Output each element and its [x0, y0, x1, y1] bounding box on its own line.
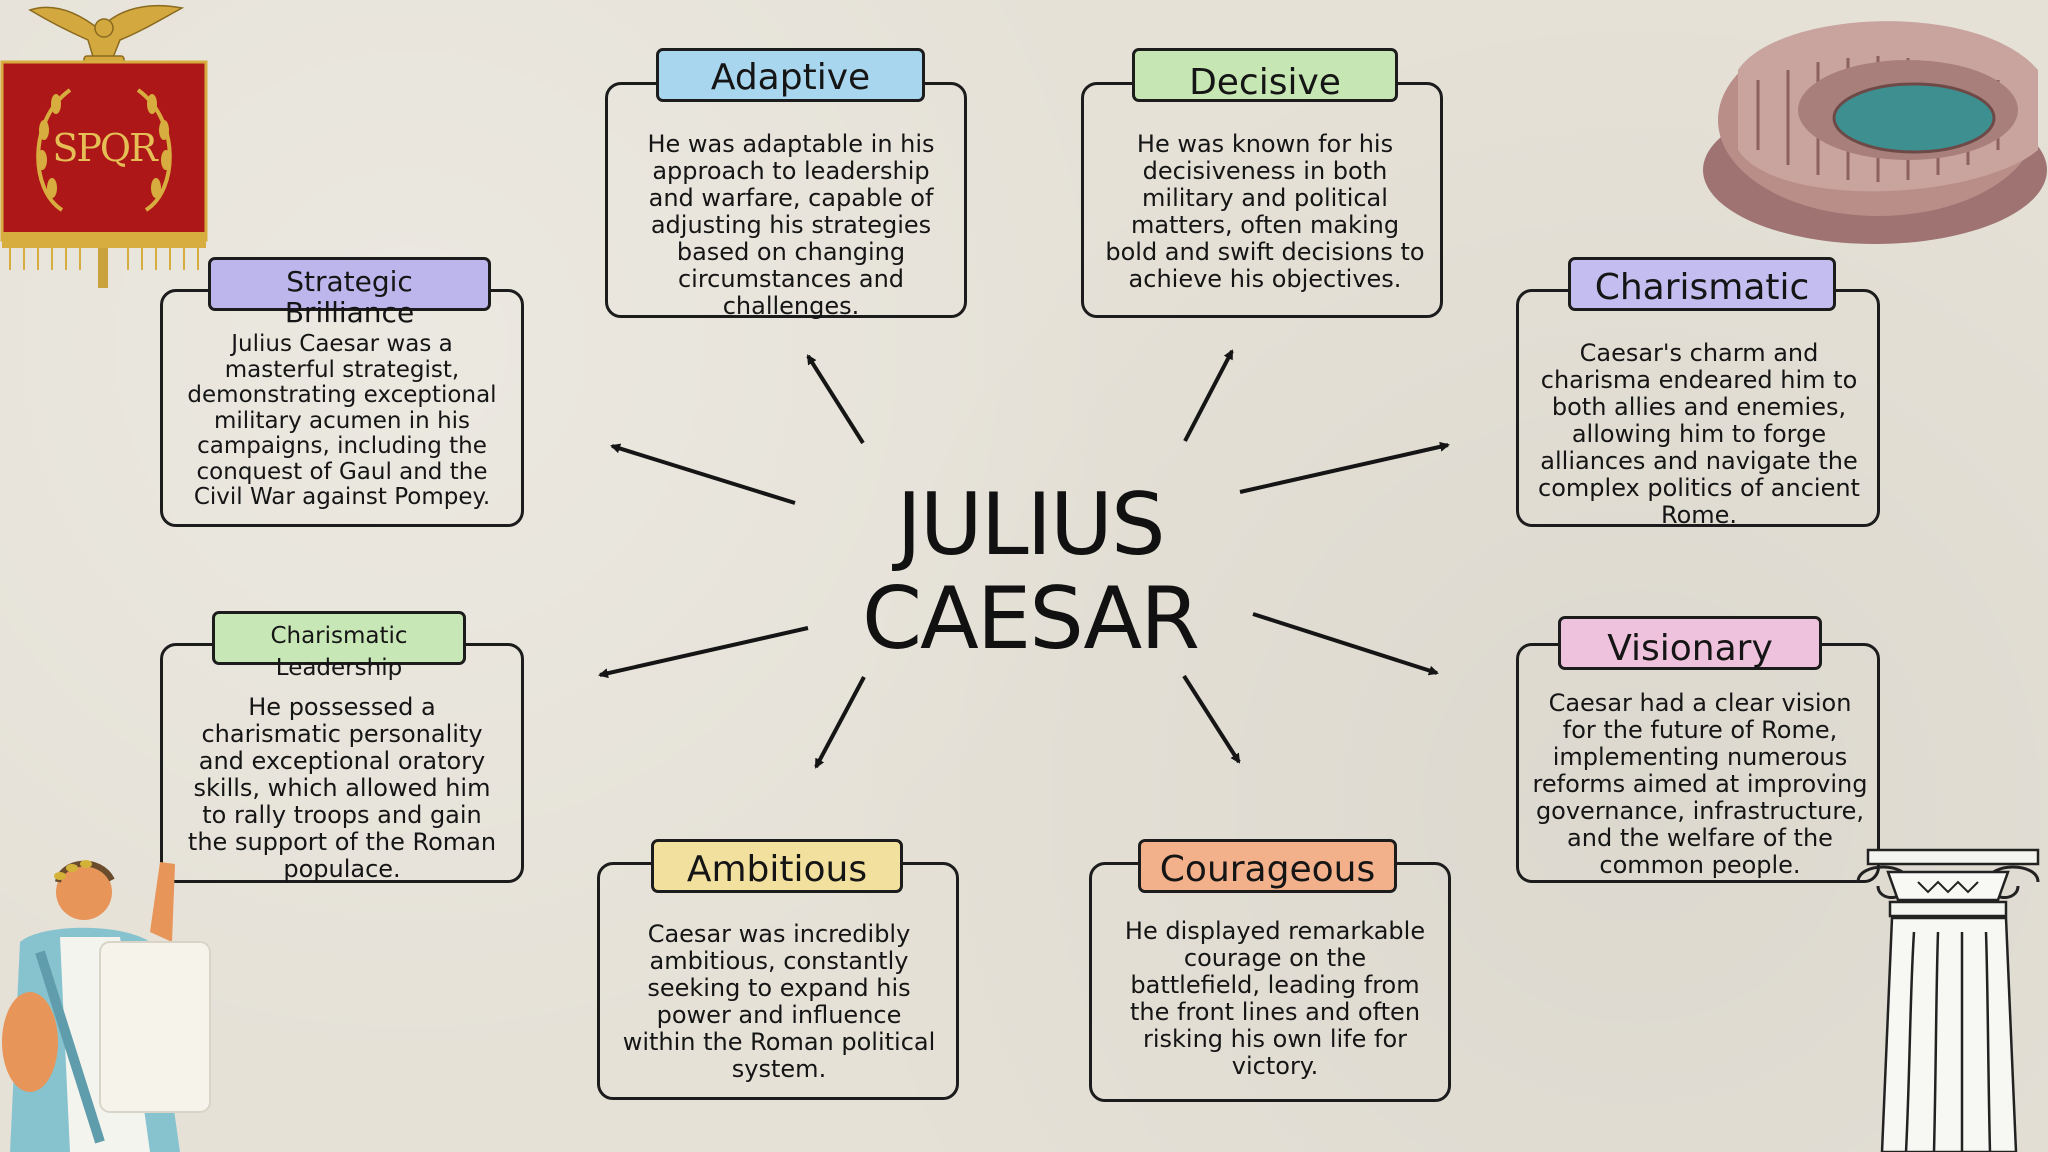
decisive-text: He was known for his decisiveness in bot… [1105, 130, 1425, 293]
arrow-to-courageous [1182, 674, 1241, 764]
leadership-text: He possessed a charismatic personality a… [187, 693, 497, 883]
adaptive-heading: Adaptive [710, 57, 871, 98]
tab-ambitious: Ambitious [651, 839, 903, 893]
charismatic-text: Caesar's charm and charisma endeared him… [1538, 339, 1860, 529]
tab-decisive: Decisive [1132, 48, 1398, 102]
courageous-text: He displayed remarkable courage on the b… [1124, 917, 1426, 1080]
arrow-to-strategic [610, 443, 796, 505]
visionary-text: Caesar had a clear vision for the future… [1532, 689, 1868, 879]
arrow-to-decisive [1183, 349, 1234, 442]
adaptive-text: He was adaptable in his approach to lead… [647, 130, 935, 320]
tab-strategic-brilliance: Strategic Brilliance [208, 257, 491, 328]
ambitious-text: Caesar was incredibly ambitious, constan… [622, 920, 936, 1083]
strategic-heading-line2: Brilliance [284, 296, 415, 330]
arrow-to-visionary [1252, 612, 1439, 676]
roman-figure-icon [2, 860, 211, 1152]
leadership-heading-line2: Leadership [275, 655, 403, 682]
central-title: JULIUS CAESAR [845, 478, 1215, 666]
courageous-heading: Courageous [1159, 849, 1376, 890]
arrow-to-charismatic [1239, 441, 1450, 494]
visionary-heading: Visionary [1607, 628, 1773, 669]
tab-charismatic: Charismatic [1568, 257, 1836, 311]
arrow-to-ambitious [814, 676, 866, 769]
charismatic-heading: Charismatic [1594, 267, 1810, 308]
ambitious-heading: Ambitious [686, 849, 868, 890]
colosseum-icon [1703, 21, 2047, 244]
strategic-heading-line1: Strategic [286, 265, 413, 298]
tab-courageous: Courageous [1138, 839, 1397, 893]
central-title-line2: CAESAR [862, 569, 1200, 669]
ionic-column-icon [1856, 848, 2040, 1152]
tab-adaptive: Adaptive [656, 48, 925, 102]
tab-charismatic-leadership: Charismatic Leadership [212, 611, 466, 680]
spqr-text: SPQR [52, 126, 157, 170]
central-title-line1: JULIUS [896, 475, 1165, 575]
decisive-heading: Decisive [1189, 62, 1341, 103]
strategic-text: Julius Caesar was a masterful strategist… [187, 331, 497, 510]
tab-visionary: Visionary [1558, 616, 1822, 670]
eagle-standard-icon [0, 4, 208, 288]
leadership-heading-line1: Charismatic [270, 623, 408, 649]
spqr-standard: SPQR [0, 0, 220, 290]
arrow-to-adaptive [806, 354, 865, 445]
arrow-to-leadership [598, 626, 809, 679]
